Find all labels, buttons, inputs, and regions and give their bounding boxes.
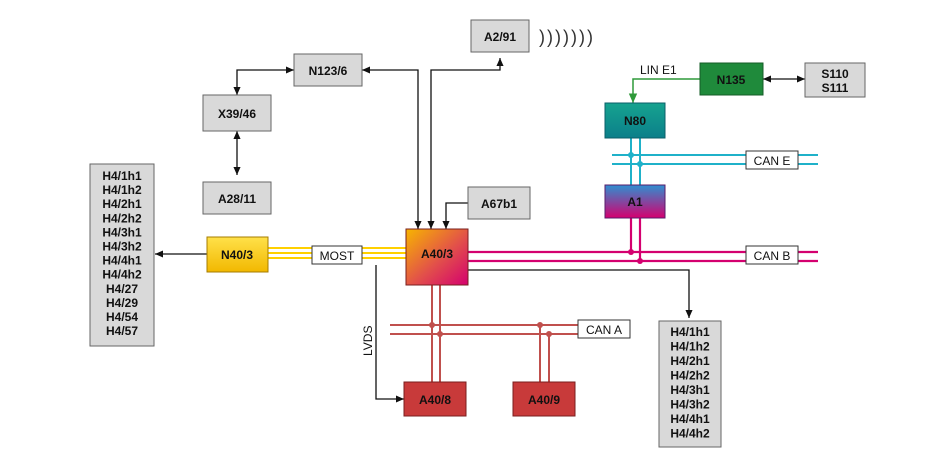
node-a28-11: A28/11 [202,181,272,215]
svg-text:S111: S111 [822,81,849,95]
svg-text:S110: S110 [821,67,849,81]
left-list-item: H4/27 [106,282,138,296]
svg-text:CAN B: CAN B [754,249,791,263]
svg-text:N80: N80 [624,114,646,128]
conn-x39-n123 [233,66,294,95]
lin-e1-label: LIN E1 [640,63,677,77]
left-list-item: H4/1h2 [102,183,142,197]
svg-text:A40/8: A40/8 [419,393,451,407]
can-b-label: CAN B [745,245,799,265]
right-list-item: H4/4h1 [670,412,710,426]
left-list-item: H4/57 [106,324,138,338]
svg-text:N123/6: N123/6 [309,64,348,78]
node-s110-s111: S110 S111 [804,62,866,98]
node-a40-8: A40/8 [403,381,467,417]
node-n123-6: N123/6 [293,53,363,87]
right-list-item: H4/1h2 [670,340,710,354]
svg-text:N40/3: N40/3 [221,248,253,262]
left-list-item: H4/2h1 [102,197,142,211]
svg-text:A67b1: A67b1 [481,197,517,211]
node-a40-3: A40/3 [405,228,469,286]
svg-text:A40/3: A40/3 [421,247,453,261]
left-list-item: H4/3h1 [102,225,142,239]
node-a40-9: A40/9 [512,381,576,417]
right-list-item: H4/1h1 [670,325,710,339]
svg-text:CAN A: CAN A [586,323,622,337]
left-list-item: H4/29 [106,296,138,310]
node-n80: N80 [604,102,666,139]
svg-text:CAN E: CAN E [754,154,791,168]
can-b-junction-2 [637,258,643,264]
can-e-label: CAN E [745,150,799,170]
node-n40-3: N40/3 [206,236,269,273]
node-n135: N135 [699,62,764,96]
node-a67b1: A67b1 [467,186,531,220]
left-list-item: H4/3h2 [102,240,142,254]
lin-e1-line [628,78,700,103]
wireless-signal-icon: ))))))) [539,27,595,47]
right-list-item: H4/4h2 [670,427,710,441]
svg-text:X39/46: X39/46 [218,107,256,121]
right-list-item: H4/2h1 [670,354,710,368]
svg-text:A40/9: A40/9 [528,393,560,407]
right-output-list: H4/1h1H4/1h2H4/2h1H4/2h2H4/3h1H4/3h2H4/4… [658,320,722,448]
svg-text:A2/91: A2/91 [484,30,516,44]
can-e-junction-2 [637,161,643,167]
node-a1: A1 [604,184,666,219]
can-b-junction-1 [628,249,634,255]
svg-text:MOST: MOST [320,249,355,263]
right-list-item: H4/3h2 [670,398,710,412]
conn-a40-right-list [468,269,693,318]
svg-text:N135: N135 [717,73,746,87]
can-a-junction-1 [429,322,435,328]
right-list-item: H4/2h2 [670,369,710,383]
left-output-list: H4/1h1H4/1h2H4/2h1H4/2h2H4/3h1H4/3h2H4/4… [89,163,155,347]
left-list-item: H4/1h1 [102,169,142,183]
conn-a291-a40 [427,58,504,229]
node-x39-46: X39/46 [202,94,272,132]
right-list-item: H4/3h1 [670,383,710,397]
left-list-item: H4/2h2 [102,211,142,225]
most-label: MOST [311,245,363,265]
left-list-item: H4/4h1 [102,254,142,268]
left-list-item: H4/4h2 [102,268,142,282]
left-list-item: H4/54 [106,310,138,324]
svg-text:A28/11: A28/11 [218,192,256,206]
node-a2-91: A2/91 [470,19,530,53]
can-a-junction-4 [546,331,552,337]
can-a-junction-3 [537,322,543,328]
can-e-junction-1 [628,152,634,158]
conn-n123-a40 [362,66,422,229]
conn-lvds [375,265,404,403]
can-a-label: CAN A [577,319,631,339]
conn-a67b1-a40 [442,202,468,229]
can-a-junction-2 [437,331,443,337]
lvds-label: LVDS [361,326,375,356]
svg-text:A1: A1 [627,195,643,209]
